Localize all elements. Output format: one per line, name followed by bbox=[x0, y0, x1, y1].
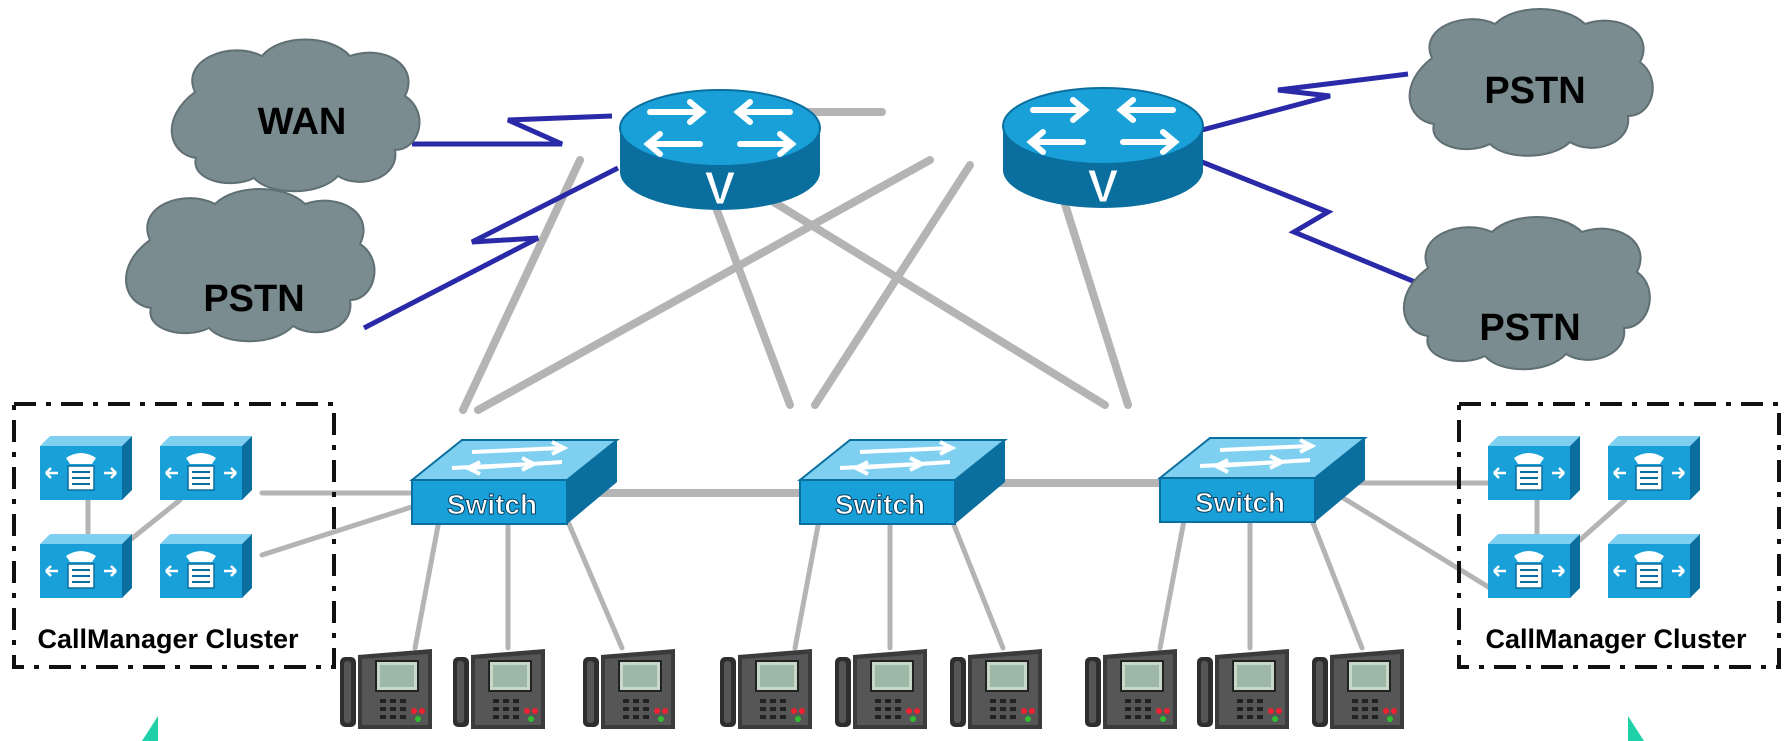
switch-center: Switch bbox=[797, 439, 1008, 525]
switch-icon bbox=[451, 440, 569, 476]
ip-phone-icon bbox=[452, 648, 546, 730]
wan-label: WAN bbox=[258, 101, 347, 143]
corner-accent-left bbox=[142, 716, 158, 741]
switch-icon bbox=[839, 440, 957, 476]
callmanager-server-icon bbox=[158, 434, 254, 502]
callmanager-server-icon bbox=[1606, 434, 1702, 502]
switch-left-label: Switch bbox=[447, 489, 537, 520]
switch-icon bbox=[1199, 438, 1317, 474]
cluster-right-label: CallManager Cluster bbox=[1485, 624, 1747, 654]
switch-right-label: Switch bbox=[1195, 487, 1285, 518]
ip-phone-icon bbox=[1084, 648, 1178, 730]
pstn-top-right-serial-link bbox=[1201, 71, 1409, 133]
wan-cloud: WAN bbox=[170, 38, 421, 193]
serial-links bbox=[362, 71, 1421, 331]
pstn-right-cloud: PSTN bbox=[1402, 216, 1651, 371]
ip-phone-icon bbox=[834, 648, 928, 730]
pstn-top-right-cloud: PSTN bbox=[1408, 8, 1654, 157]
switch-left: Switch bbox=[409, 439, 620, 525]
callmanager-server-icon bbox=[38, 434, 134, 502]
link-r2-sw1 bbox=[474, 156, 934, 414]
callmanager-server-icon bbox=[1486, 434, 1582, 502]
ip-phone-icon bbox=[582, 648, 676, 730]
ip-phone-icon bbox=[339, 648, 433, 730]
callmanager-server-icon bbox=[158, 532, 254, 600]
callmanager-cluster-left: CallManager Cluster bbox=[12, 402, 336, 669]
svg-text:V: V bbox=[1088, 160, 1119, 212]
pstn-right-serial-link bbox=[1201, 159, 1421, 287]
link-r1-sw1 bbox=[459, 156, 584, 414]
voice-router-icon: V bbox=[1002, 87, 1204, 213]
callmanager-server-icon bbox=[38, 532, 134, 600]
access-links bbox=[85, 480, 1628, 651]
callmanager-cluster-right: CallManager Cluster bbox=[1457, 402, 1781, 669]
pstn-right-label: PSTN bbox=[1479, 307, 1580, 349]
ip-phone-icon bbox=[949, 648, 1043, 730]
ip-phone-icon bbox=[1196, 648, 1290, 730]
switch-right: Switch bbox=[1157, 437, 1368, 523]
wan-serial-link bbox=[412, 113, 613, 147]
corner-accent-right bbox=[1628, 716, 1644, 741]
pstn-left-cloud: PSTN bbox=[125, 188, 376, 343]
pstn-left-serial-link bbox=[362, 165, 620, 331]
cluster-left-label: CallManager Cluster bbox=[37, 624, 299, 654]
ip-phones bbox=[339, 648, 1405, 730]
ip-phone-icon bbox=[719, 648, 813, 730]
callmanager-server-icon bbox=[1486, 532, 1582, 600]
pstn-top-right-label: PSTN bbox=[1484, 70, 1585, 112]
link-r2-sw2 bbox=[811, 161, 974, 409]
ip-phone-icon bbox=[1311, 648, 1405, 730]
callmanager-server-icon bbox=[1606, 532, 1702, 600]
voice-router-icon: V bbox=[619, 89, 821, 215]
pstn-left-label: PSTN bbox=[203, 278, 304, 320]
svg-text:V: V bbox=[705, 162, 736, 214]
switch-center-label: Switch bbox=[835, 489, 925, 520]
